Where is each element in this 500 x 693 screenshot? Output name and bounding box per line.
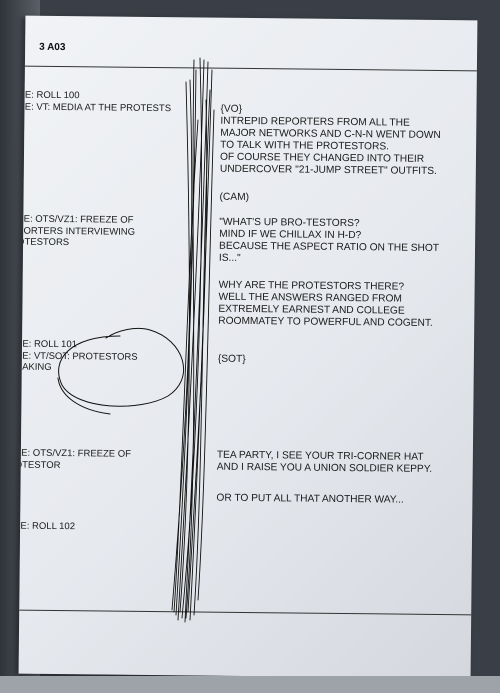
- page-stack-edge: [0, 676, 500, 693]
- vertical-crossout-scribble: [171, 57, 215, 623]
- circle-annotation: [57, 327, 185, 415]
